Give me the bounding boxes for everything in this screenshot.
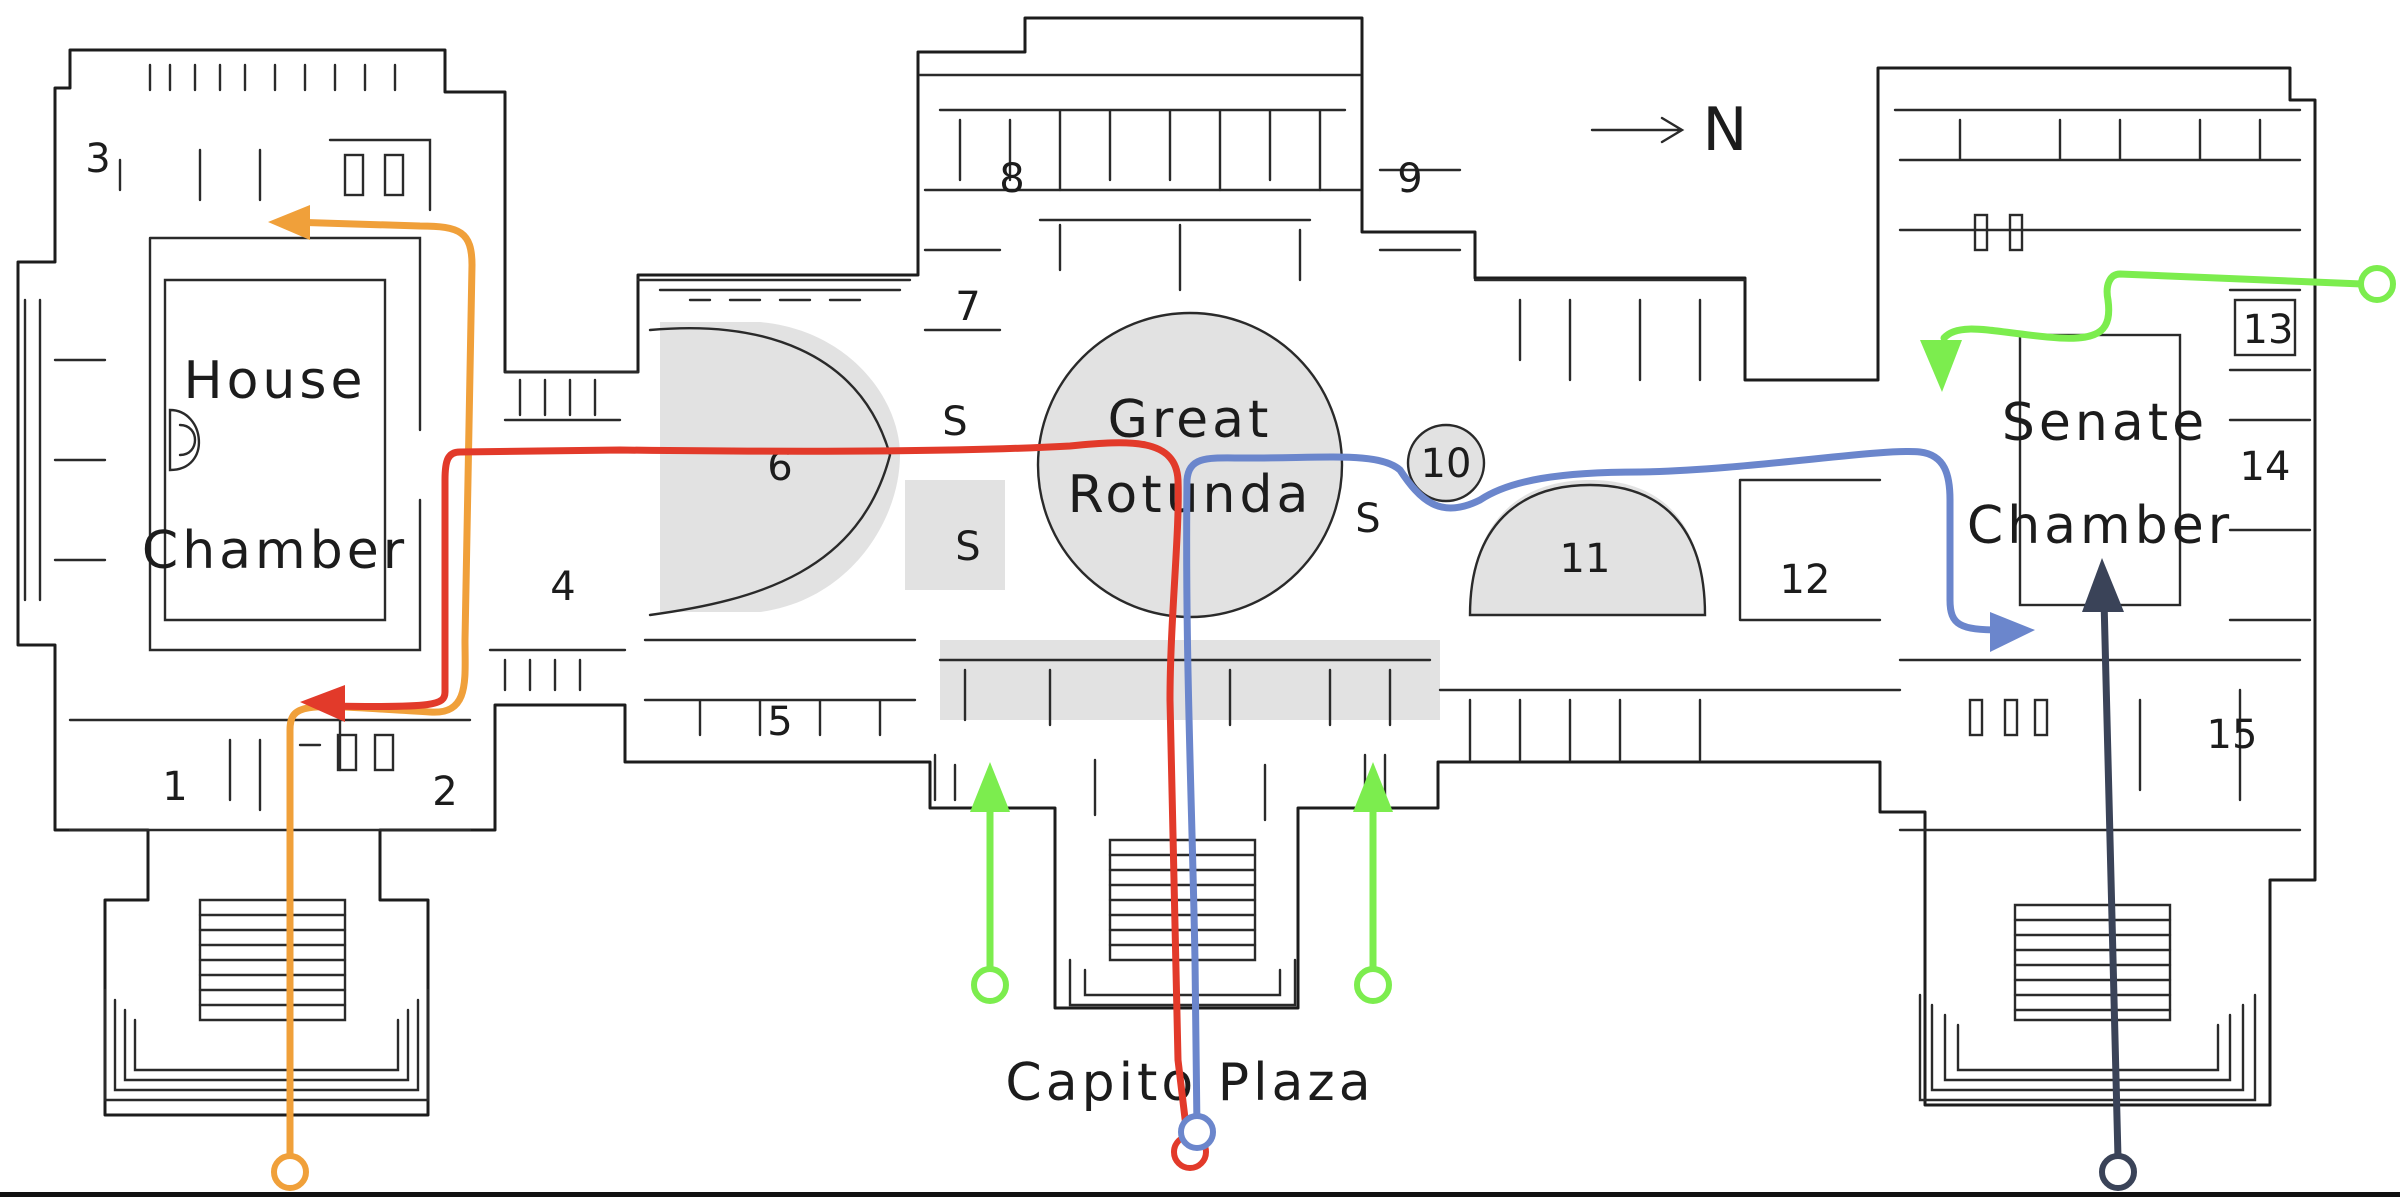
map-labels: N House Chamber Great Rotunda Senate Cha… bbox=[85, 95, 2293, 1113]
shaded-areas bbox=[660, 313, 1705, 720]
stair-label-s: S bbox=[942, 399, 967, 445]
bottom-border bbox=[0, 1192, 2400, 1197]
green-marker-senate bbox=[2358, 265, 2396, 303]
room-number-10: 10 bbox=[1421, 441, 1472, 487]
red-arrowhead-icon bbox=[300, 685, 345, 722]
senate-chamber-label-line2: Chamber bbox=[1967, 496, 2233, 556]
room-10-wall bbox=[1406, 423, 1486, 503]
blue-route bbox=[1183, 448, 2004, 1134]
north-arrow-icon bbox=[1590, 116, 1685, 144]
routes bbox=[268, 205, 2396, 1191]
green-route-senate bbox=[1940, 270, 2366, 342]
room-number-2: 2 bbox=[432, 769, 457, 815]
compass-label: N bbox=[1703, 95, 1748, 165]
house-chamber-label-line2: Chamber bbox=[142, 521, 408, 581]
green-arrowhead-west-icon bbox=[970, 762, 1010, 812]
room-number-9: 9 bbox=[1397, 156, 1422, 202]
room-number-8: 8 bbox=[999, 156, 1024, 202]
blue-start-marker bbox=[1178, 1113, 1216, 1151]
capitol-plaza-label: Capito Plaza bbox=[1005, 1053, 1374, 1113]
stair-shading bbox=[905, 480, 1005, 590]
green-marker-west bbox=[971, 966, 1009, 1004]
room-number-15: 15 bbox=[2207, 712, 2258, 758]
room-number-7: 7 bbox=[955, 284, 980, 330]
stair-label-cs: S bbox=[955, 524, 980, 570]
central-steps bbox=[1068, 838, 1297, 1007]
room-11-shading bbox=[1470, 480, 1705, 615]
green-marker-east bbox=[1354, 966, 1392, 1004]
room-number-13: 13 bbox=[2243, 307, 2294, 353]
dark-route bbox=[2100, 596, 2122, 1162]
dark-arrowhead-icon bbox=[2082, 558, 2124, 612]
senate-chamber-label-line1: Senate bbox=[2002, 393, 2208, 453]
room-number-3: 3 bbox=[85, 136, 110, 182]
room-number-12: 12 bbox=[1780, 557, 1831, 603]
room-number-11: 11 bbox=[1560, 536, 1611, 582]
green-arrowhead-east-icon bbox=[1353, 762, 1393, 812]
house-steps bbox=[103, 898, 430, 1102]
blue-arrowhead-icon bbox=[1990, 612, 2035, 652]
room-6-shading bbox=[660, 322, 900, 612]
dark-start-marker bbox=[2099, 1153, 2137, 1191]
house-chamber-label-line1: House bbox=[184, 351, 367, 411]
room-number-5: 5 bbox=[767, 699, 792, 745]
orange-route bbox=[286, 218, 476, 1169]
room-number-4: 4 bbox=[550, 564, 575, 610]
green-arrowhead-senate-icon bbox=[1920, 340, 1962, 392]
orange-arrowhead-icon bbox=[268, 205, 310, 240]
room-number-1: 1 bbox=[162, 764, 187, 810]
room-number-14: 14 bbox=[2240, 444, 2291, 490]
room-10-shading bbox=[1408, 425, 1484, 501]
stair-label-s-east: S bbox=[1355, 496, 1380, 542]
senate-steps bbox=[1918, 903, 2257, 1102]
orange-start-marker bbox=[271, 1153, 309, 1191]
red-route bbox=[326, 439, 1194, 1164]
